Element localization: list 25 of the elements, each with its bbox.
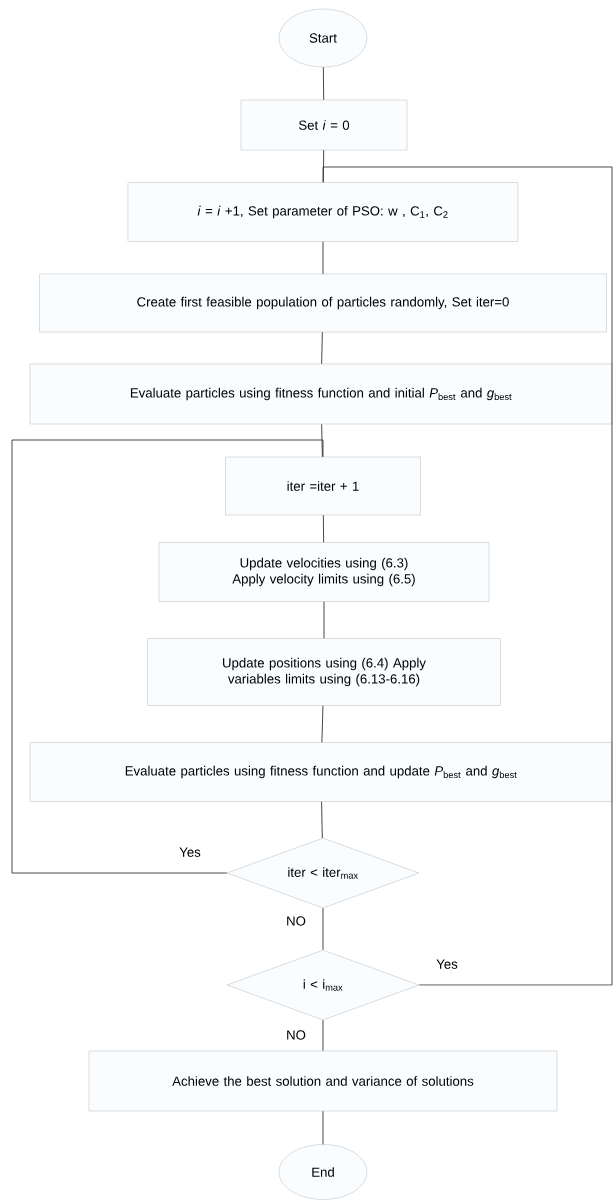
connector-line bbox=[323, 601, 325, 639]
connector-line bbox=[322, 166, 613, 986]
process-box: Create first feasible population of particles randomly, Set iter=0 bbox=[39, 273, 607, 333]
connector-line bbox=[321, 801, 323, 839]
connector-line bbox=[322, 1110, 324, 1145]
process-box: Update velocities using (6.3) Apply velocity limits using (6.5) bbox=[158, 542, 490, 602]
connector-line bbox=[322, 66, 325, 101]
edge-label: NO bbox=[285, 915, 307, 927]
connector-line bbox=[322, 241, 324, 275]
connector-line bbox=[322, 514, 325, 543]
process-box: Achieve the best solution and variance of solutions bbox=[88, 1050, 558, 1112]
connector-line bbox=[321, 331, 323, 365]
process-box: i = i +1, Set parameter of PSO: w , C$_{1}$, C$_{2}$ bbox=[127, 182, 519, 242]
connector-line bbox=[322, 907, 324, 951]
connector-line bbox=[321, 705, 324, 743]
connector-line bbox=[11, 439, 324, 874]
connector-line bbox=[322, 1019, 324, 1052]
process-box: Evaluate particles using fitness function and initial P$_{best}$ and g$_{best}$ bbox=[29, 363, 613, 425]
process-box: Update positions using (6.4) Apply variables limits using (6.13-6.16) bbox=[147, 638, 501, 706]
process-box: iter =iter + 1 bbox=[225, 456, 421, 516]
process-box: Evaluate particles using fitness function and update P$_{best}$ and g$_{best}$ bbox=[29, 742, 613, 802]
process-box: Set i = 0 bbox=[240, 99, 408, 151]
edge-label: Yes bbox=[435, 958, 459, 970]
edge-label: Yes bbox=[178, 846, 202, 858]
edge-label: NO bbox=[285, 1029, 307, 1041]
